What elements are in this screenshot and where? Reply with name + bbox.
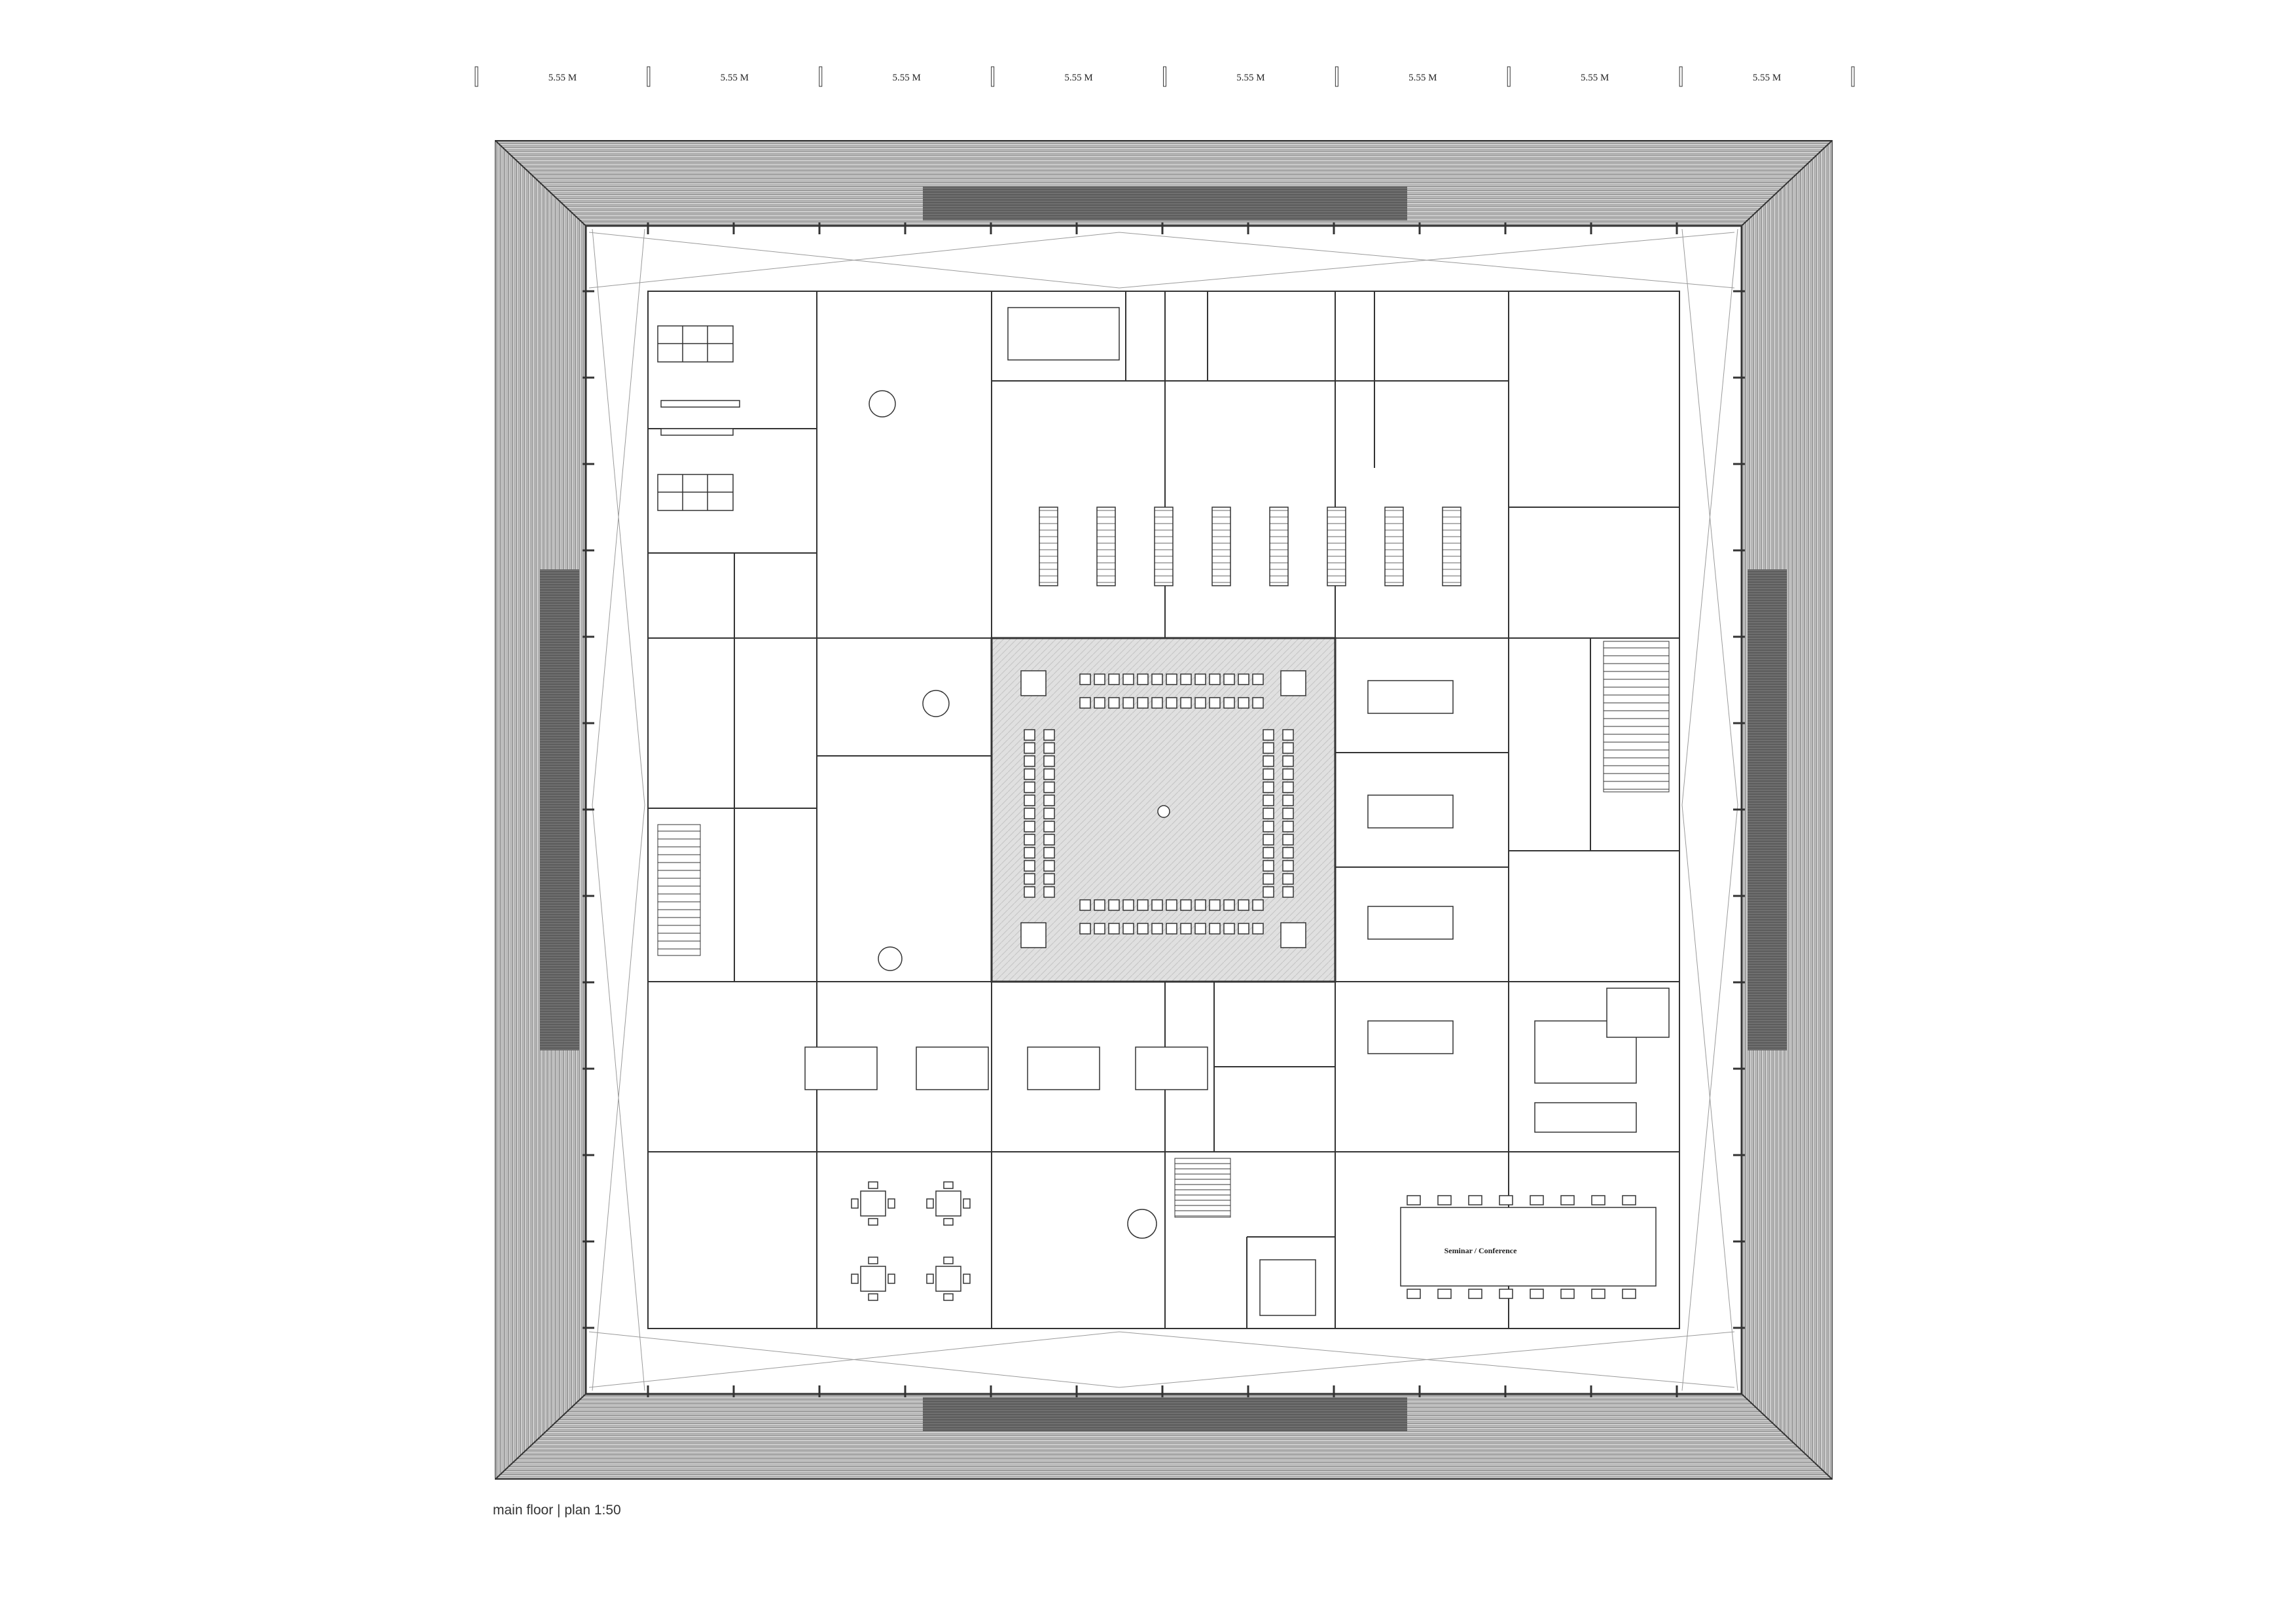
plan-caption: main floor | plan 1:50 <box>493 1503 621 1518</box>
dimension-tick <box>1163 66 1166 87</box>
dimension-tick <box>647 66 651 87</box>
dimension-line: 5.55 M 5.55 M 5.55 M 5.55 M 5.55 M 5.55 M 5.55… <box>475 66 1855 87</box>
dimension-label: 5.55 M <box>1236 73 1265 83</box>
dimension-label: 5.55 M <box>721 73 749 83</box>
dimension-tick <box>1507 66 1511 87</box>
atrium <box>990 637 1336 983</box>
dimension-tick <box>1335 66 1338 87</box>
dimension-tick <box>1679 66 1683 87</box>
dimension-label: 5.55 M <box>1581 73 1609 83</box>
dimension-tick <box>1851 66 1855 87</box>
dimension-tick <box>475 66 478 87</box>
dimension-label: 5.55 M <box>548 73 577 83</box>
stairs <box>657 641 1670 1218</box>
dimension-label: 5.55 M <box>893 73 921 83</box>
room-label-seminar: Seminar / Conference <box>1444 1246 1518 1255</box>
dimension-label: 5.55 M <box>1408 73 1437 83</box>
dimension-tick <box>991 66 995 87</box>
dimension-label: 5.55 M <box>1753 73 1781 83</box>
furniture <box>657 307 1670 1316</box>
dimension-tick <box>819 66 823 87</box>
dimension-label: 5.55 M <box>1064 73 1092 83</box>
